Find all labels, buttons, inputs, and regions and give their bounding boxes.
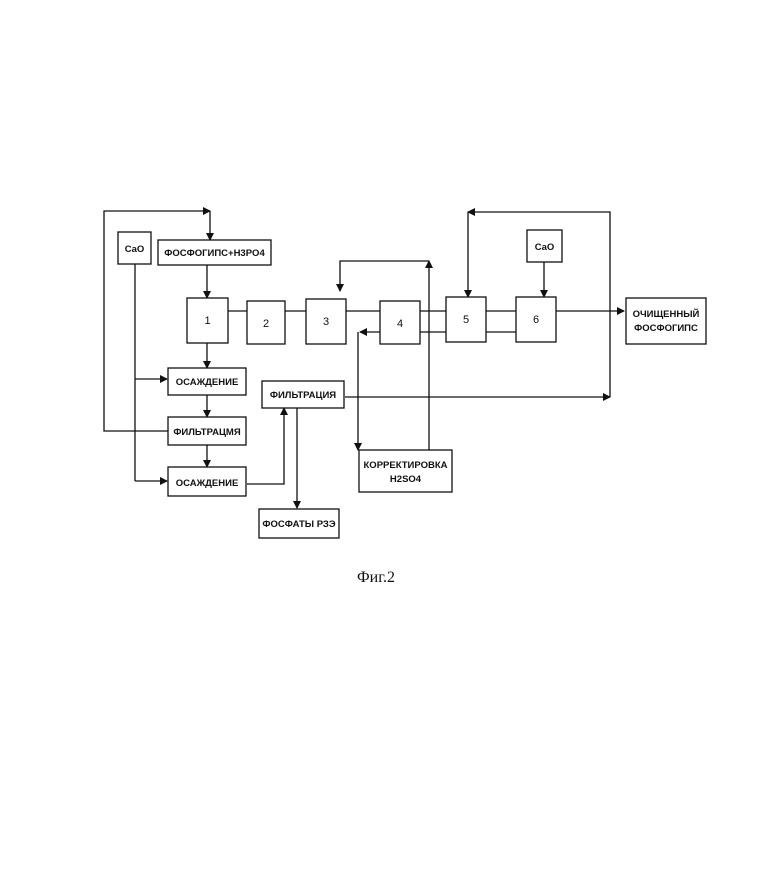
stage-5-box: 5 [446, 297, 486, 342]
precipitation-1-label: ОСАЖДЕНИЕ [176, 377, 239, 388]
stage-3-label: 3 [323, 316, 329, 328]
stage-6-label: 6 [533, 314, 539, 326]
arrow-precip2-to-filter2 [247, 408, 284, 484]
stage-2-box: 2 [247, 301, 285, 344]
phosphates-box: ФОСФАТЫ РЗЭ [259, 509, 339, 538]
stage-1-box: 1 [187, 298, 228, 343]
cao-left-label: CaO [125, 244, 145, 255]
filtration-2-box: ФИЛЬТРАЦИЯ [262, 381, 344, 408]
filtration-1-label: ФИЛЬТРАЦМЯ [173, 427, 240, 438]
cao-left-box: CaO [118, 232, 151, 264]
stage-3-box: 3 [306, 299, 346, 344]
stage-2-label: 2 [263, 318, 269, 330]
cao-right-label: CaO [535, 242, 555, 253]
phosphates-label: ФОСФАТЫ РЗЭ [262, 519, 336, 530]
figure-caption: Фиг.2 [357, 569, 395, 586]
correction-label-line1: КОРРЕКТИРОВКА [364, 460, 448, 471]
precipitation-2-box: ОСАЖДЕНИЕ [168, 467, 246, 496]
stage-6-box: 6 [516, 297, 556, 342]
precipitation-1-box: ОСАЖДЕНИЕ [168, 368, 246, 395]
product-label-line1: ОЧИЩЕННЫЙ [633, 308, 700, 320]
cao-right-box: CaO [527, 230, 562, 262]
stage-5-label: 5 [463, 314, 469, 326]
precipitation-2-label: ОСАЖДЕНИЕ [176, 478, 239, 489]
stage-1-label: 1 [204, 315, 210, 327]
arrow-correction-to-stage3 [340, 261, 429, 291]
feed-label: ФОСФОГИПС+H3PO4 [164, 248, 265, 259]
product-label-line2: ФОСФОГИПС [634, 323, 698, 334]
stage-4-box: 4 [380, 301, 420, 344]
stage-4-label: 4 [397, 318, 403, 330]
filtration-2-label: ФИЛЬТРАЦИЯ [270, 390, 336, 401]
feed-box: ФОСФОГИПС+H3PO4 [158, 240, 271, 265]
correction-box: КОРРЕКТИРОВКА H2SO4 [359, 450, 452, 492]
filtration-1-box: ФИЛЬТРАЦМЯ [168, 417, 246, 445]
product-box: ОЧИЩЕННЫЙ ФОСФОГИПС [626, 298, 706, 344]
correction-label-line2: H2SO4 [390, 474, 422, 485]
